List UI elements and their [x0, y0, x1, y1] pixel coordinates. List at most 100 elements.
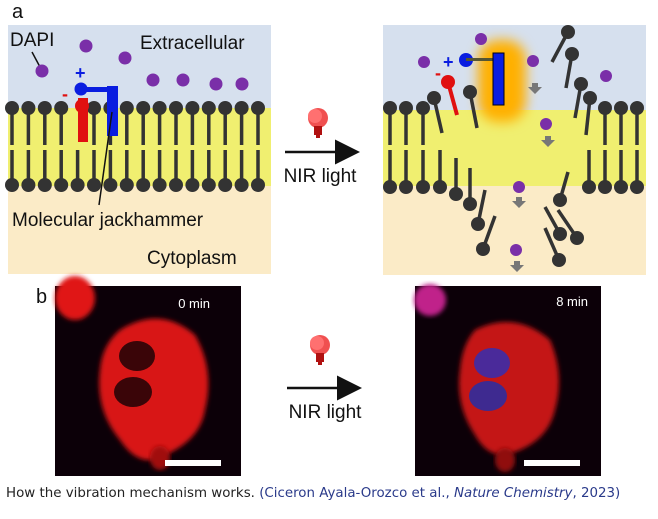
citation-authors: (Ciceron Ayala-Orozco et al., — [259, 486, 454, 501]
lipid-head — [630, 180, 644, 194]
jackhammer-label: Molecular jackhammer — [12, 210, 204, 231]
citation-year: , 2023) — [572, 486, 621, 501]
negative-stem — [78, 98, 88, 142]
lipid-head — [463, 197, 477, 211]
dapi-molecule — [475, 33, 487, 45]
dapi-molecule — [513, 181, 525, 193]
lipid-head — [103, 178, 118, 192]
cytoplasm-label: Cytoplasm — [147, 248, 237, 269]
citation-link[interactable]: (Ciceron Ayala-Orozco et al., Nature Che… — [259, 486, 620, 501]
lipid-head — [251, 178, 265, 192]
dapi-molecule — [146, 73, 160, 87]
lipid-head — [476, 242, 490, 256]
negative-head — [75, 99, 89, 113]
cytoplasm-region — [8, 186, 271, 274]
lipid-head — [598, 180, 612, 194]
nir-bulb-icon-b — [310, 335, 330, 365]
lipid-head — [570, 231, 584, 245]
dapi-molecule — [235, 77, 249, 91]
lipid-head — [582, 180, 596, 194]
lipid-head — [433, 180, 447, 194]
lipid-head — [383, 180, 397, 194]
lipid-head — [598, 101, 612, 115]
lipid-head — [169, 101, 183, 115]
lipid-head — [201, 178, 216, 192]
lipid-head — [574, 77, 588, 91]
lipid-head — [5, 178, 19, 192]
dapi-influx-arrows — [510, 83, 555, 272]
caption-text: How the vibration mechanism works. — [6, 486, 260, 501]
dapi-pointer — [31, 51, 41, 68]
lipid-head — [399, 180, 413, 194]
lipid-head — [185, 101, 200, 115]
dapi-molecule — [527, 55, 539, 67]
dapi-molecule — [176, 73, 190, 87]
membrane-region-after — [383, 110, 646, 186]
nir-label-a: NIR light — [284, 166, 358, 187]
lipid-head — [449, 187, 463, 201]
lipid-head — [553, 227, 567, 241]
lipid-head — [383, 101, 397, 115]
lipid-head — [399, 101, 413, 115]
lipid-head — [54, 178, 69, 192]
cytoplasm-region-after — [383, 186, 646, 275]
plus-sign-after: + — [443, 52, 454, 72]
dapi-molecule — [418, 56, 430, 68]
lipid-head — [136, 101, 151, 115]
dapi-molecule — [510, 244, 522, 256]
extracellular-region — [8, 25, 271, 108]
molecular-jackhammer-after — [441, 52, 505, 116]
down-arrow-icon — [510, 261, 524, 272]
citation-journal: Nature Chemistry — [453, 486, 573, 501]
dapi-molecule — [35, 64, 49, 78]
panel-b-label: b — [36, 286, 47, 308]
lipid-head — [463, 85, 477, 99]
linker — [81, 87, 111, 92]
lipid-head — [70, 178, 85, 192]
lipid-head — [561, 25, 575, 39]
minus-sign-after: - — [435, 63, 441, 83]
down-arrow-icon — [512, 197, 526, 208]
lipid-head — [21, 101, 36, 115]
lipid-head — [630, 101, 644, 115]
lipid-head — [152, 178, 167, 192]
down-arrow-icon — [528, 83, 542, 94]
lipid-head — [87, 101, 101, 115]
lipid-head — [614, 180, 628, 194]
dapi-molecule — [79, 39, 93, 53]
rotor-bar — [107, 86, 118, 136]
dapi-molecules — [35, 39, 249, 91]
micrograph-after — [414, 284, 601, 476]
lipid-head — [552, 253, 566, 267]
lipid-head — [427, 91, 441, 105]
dapi-molecule — [600, 70, 612, 82]
nir-bulb-icon — [308, 108, 328, 138]
lipid-head — [87, 178, 101, 192]
dapi-molecule — [209, 77, 223, 91]
plus-sign: + — [75, 63, 86, 83]
membrane-intact — [5, 25, 271, 274]
lipid-head — [169, 178, 183, 192]
lipid-head — [136, 178, 151, 192]
lipid-head — [614, 101, 628, 115]
lipid-head — [119, 101, 134, 115]
dapi-molecule — [118, 51, 132, 65]
lipid-head — [54, 101, 69, 115]
lipid-head — [152, 101, 167, 115]
time-before: 0 min — [178, 296, 210, 311]
lipid-head — [218, 101, 233, 115]
dapi-label: DAPI — [10, 30, 54, 51]
figure-caption: How the vibration mechanism works. (Cice… — [6, 486, 620, 501]
molecular-jackhammer — [74, 82, 118, 142]
minus-sign: - — [62, 84, 68, 104]
lipid-head — [37, 101, 52, 115]
extracellular-label: Extracellular — [140, 33, 245, 54]
lipid-head — [565, 47, 579, 61]
lipid-head — [251, 101, 265, 115]
panel-a-label: a — [12, 1, 24, 23]
lipid-head — [234, 178, 249, 192]
lipid-head — [37, 178, 52, 192]
lipid-head — [416, 180, 430, 194]
lipid-head — [21, 178, 36, 192]
micrograph-before — [55, 276, 241, 476]
